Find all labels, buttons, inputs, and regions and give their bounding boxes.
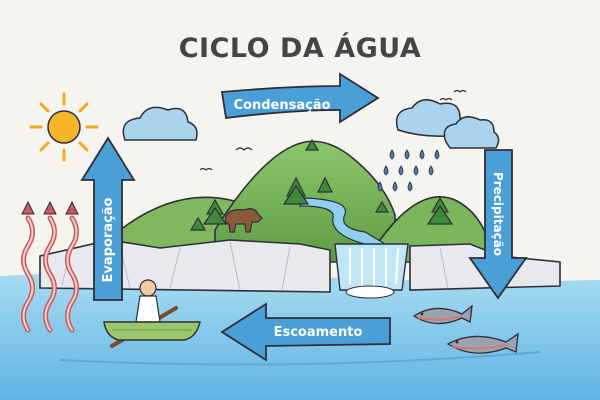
tree-icon: [189, 138, 454, 231]
diagram-title: CICLO DA ÁGUA: [178, 33, 422, 64]
fish-icon: [446, 332, 519, 354]
steam-icon: [21, 200, 79, 215]
runoff-arrow: Escoamento: [220, 302, 391, 362]
fish-icon: [412, 304, 473, 325]
bear-icon: [224, 208, 263, 233]
precipitation-label: Precipitação: [491, 172, 505, 256]
boat-icon: [103, 279, 201, 348]
waterfall-icon: [334, 243, 409, 299]
steam-icon: [22, 217, 78, 331]
lake-shore-line: [59, 351, 541, 366]
cloud-icon: [122, 99, 500, 149]
rain-icon: [377, 149, 440, 192]
bird-icon: [199, 89, 467, 171]
evaporation-label: Evaporação: [101, 197, 116, 282]
condensation-label: Condensação: [233, 98, 330, 113]
evaporation-arrow: Evaporação: [80, 136, 136, 301]
sun-icon: [29, 92, 99, 162]
precipitation-arrow: Precipitação: [468, 149, 528, 300]
runoff-label: Escoamento: [274, 325, 363, 340]
condensation-arrow: Condensação: [220, 72, 380, 124]
